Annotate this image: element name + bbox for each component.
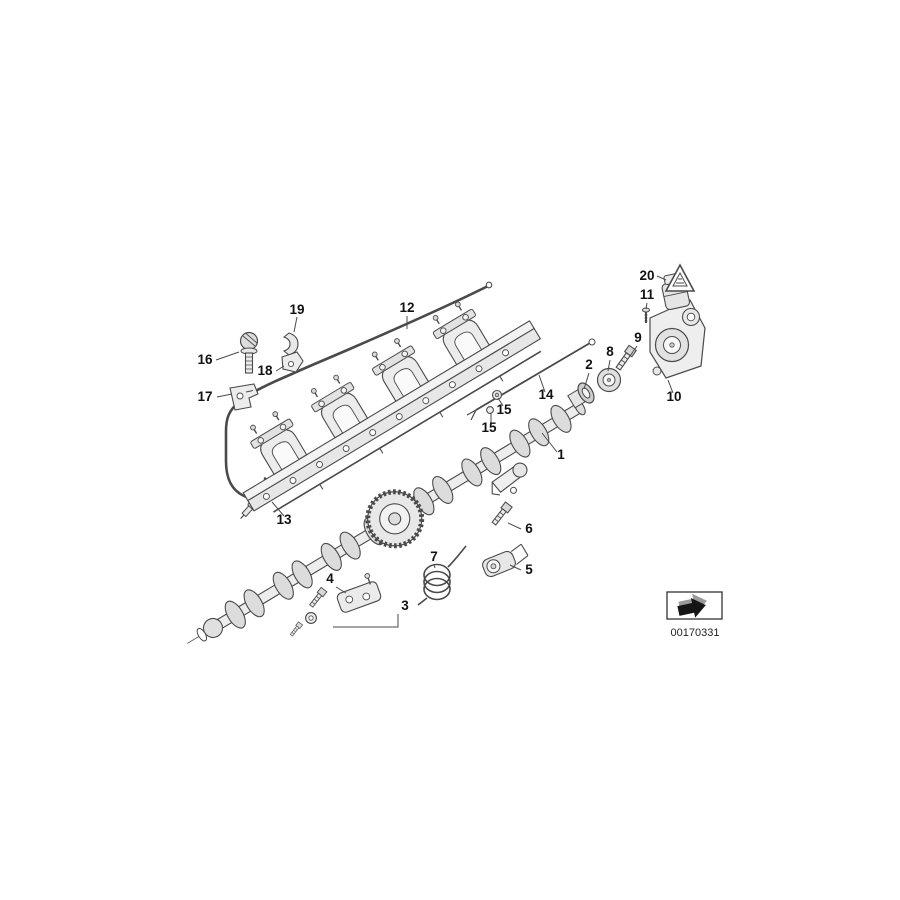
callout-7[interactable]: 7	[430, 549, 438, 564]
warning-triangle-icon	[664, 263, 696, 292]
pipe-fittings	[486, 389, 503, 414]
callout-11[interactable]: 11	[640, 287, 655, 302]
callout-15a[interactable]: 15	[496, 402, 512, 417]
bearing-ledge-assembly	[242, 296, 542, 513]
pipe-clamp	[282, 332, 299, 356]
bracket-kit	[289, 573, 382, 638]
leader-lines	[215, 275, 674, 628]
callout-2[interactable]: 2	[585, 357, 593, 372]
callout-3[interactable]: 3	[401, 598, 409, 613]
callout-4[interactable]: 4	[326, 571, 334, 586]
kit-screw	[289, 621, 303, 638]
callout-1[interactable]: 1	[557, 447, 565, 462]
callout-9[interactable]: 9	[634, 330, 642, 345]
banjo-bolt	[239, 331, 259, 374]
doc-number: 00170331	[671, 627, 720, 639]
kit-bolt	[307, 586, 328, 609]
retainer-plate	[229, 383, 259, 411]
flange-bolt	[614, 344, 637, 372]
actuating-lever	[482, 543, 529, 578]
camshaft-end-ring	[567, 382, 595, 409]
callout-5[interactable]: 5	[525, 562, 533, 577]
camshaft-gear	[365, 489, 425, 549]
callout-6[interactable]: 6	[525, 521, 533, 536]
direction-arrow-icon	[677, 593, 707, 618]
callout-17[interactable]: 17	[197, 389, 212, 404]
doc-ref: 00170331	[666, 591, 723, 639]
callout-14[interactable]: 14	[538, 387, 554, 402]
callout-12[interactable]: 12	[399, 300, 414, 315]
roller-bearing	[596, 367, 622, 393]
callout-18[interactable]: 18	[257, 363, 273, 378]
torsion-spring	[417, 545, 467, 606]
callout-10[interactable]: 10	[666, 389, 681, 404]
callout-labels: 1 2 3 4 5 6 7 8 9 10 11 12 13 14 15 15 1…	[197, 268, 681, 613]
callout-16[interactable]: 16	[197, 352, 213, 367]
callout-20[interactable]: 20	[639, 268, 654, 283]
callout-19[interactable]: 19	[289, 302, 304, 317]
rocker-follower	[491, 462, 528, 496]
callout-13[interactable]: 13	[276, 512, 292, 527]
small-screw	[642, 307, 650, 323]
callout-15b[interactable]: 15	[481, 420, 497, 435]
lever-bolt	[490, 501, 513, 527]
camshaft	[187, 399, 586, 644]
callout-8[interactable]: 8	[606, 344, 614, 359]
